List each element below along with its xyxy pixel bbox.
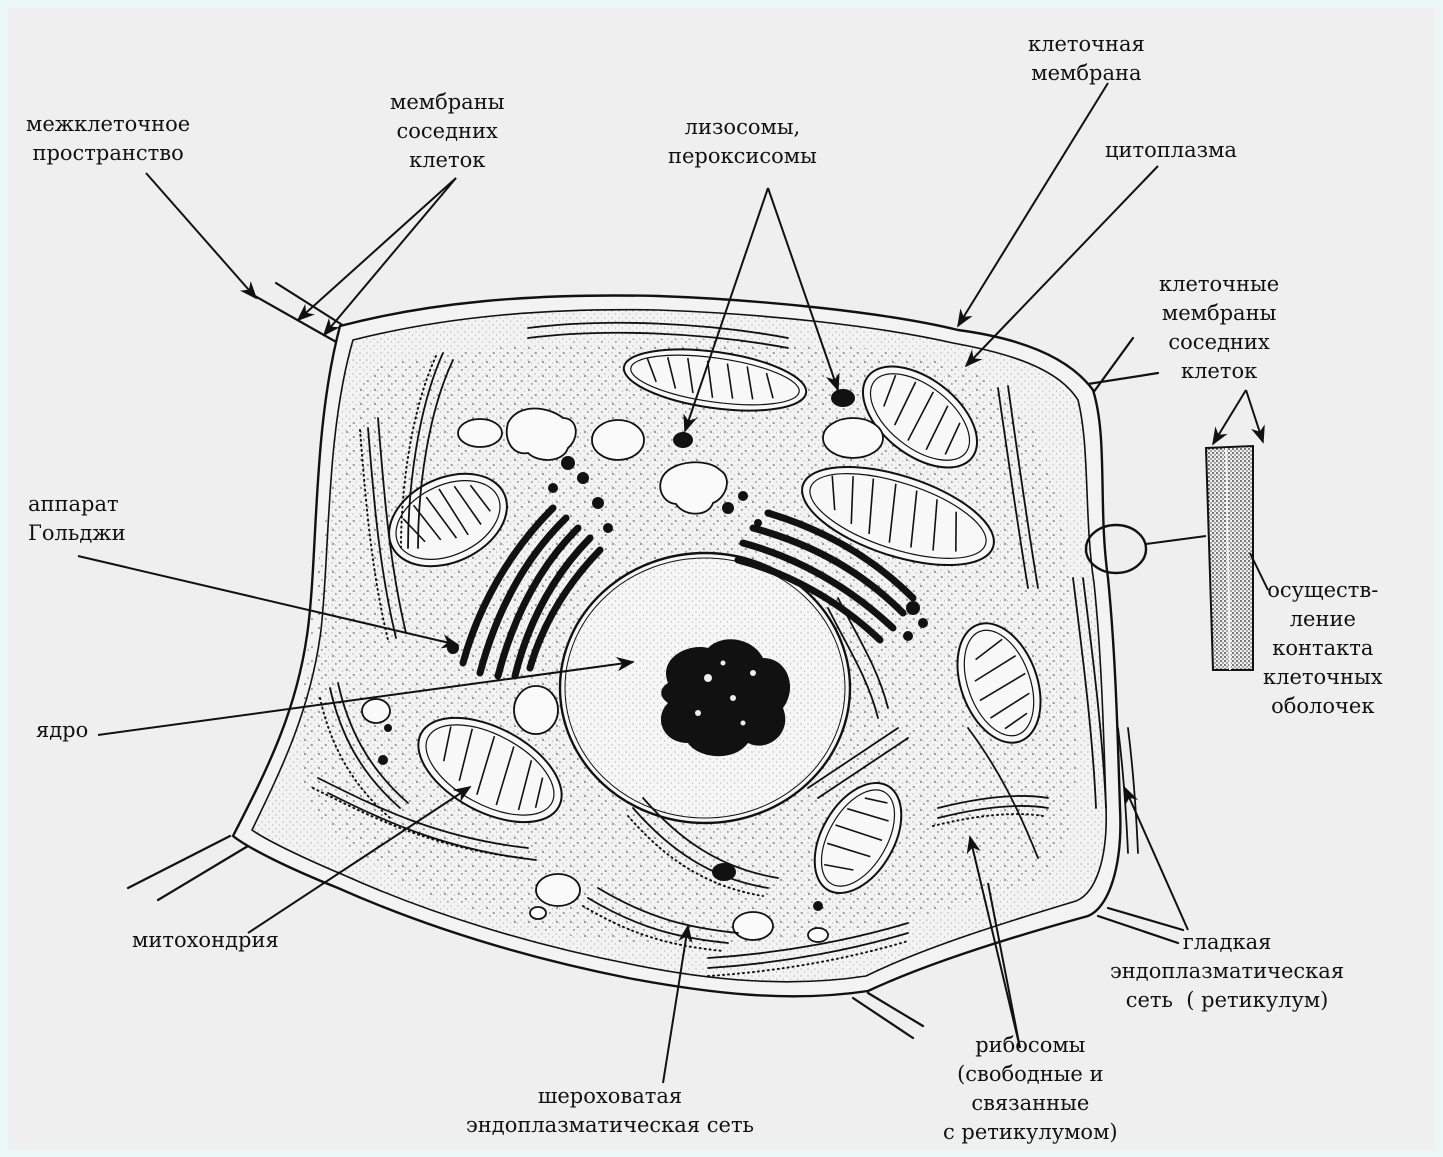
label-neighbor-cell-membranes: клеточные мембраны соседних клеток	[1159, 270, 1279, 386]
label-golgi-apparatus: аппарат Гольджи	[28, 490, 126, 548]
label-rough-er: шероховатая эндоплазматическая сеть	[466, 1082, 754, 1140]
label-intercellular-space: межклеточное пространство	[26, 110, 190, 168]
label-smooth-er: гладкая эндоплазматическая сеть ( ретику…	[1110, 928, 1344, 1015]
label-cell-membrane: клеточная мембрана	[1028, 30, 1145, 88]
label-nucleus: ядро	[36, 716, 88, 745]
label-cell-contact: осуществ- ление контакта клеточных оболо…	[1263, 576, 1383, 721]
diagram-frame: межклеточное пространство мембраны сосед…	[8, 8, 1435, 1149]
label-neighbor-membranes: мембраны соседних клеток	[390, 88, 504, 175]
label-cytoplasm: цитоплазма	[1105, 136, 1237, 165]
label-lysosomes-peroxisomes: лизосомы, пероксисомы	[668, 113, 817, 171]
nucleus	[560, 553, 850, 823]
label-ribosomes: рибосомы (свободные и связанные с ретику…	[943, 1031, 1118, 1147]
label-mitochondria: митохондрия	[132, 926, 279, 955]
